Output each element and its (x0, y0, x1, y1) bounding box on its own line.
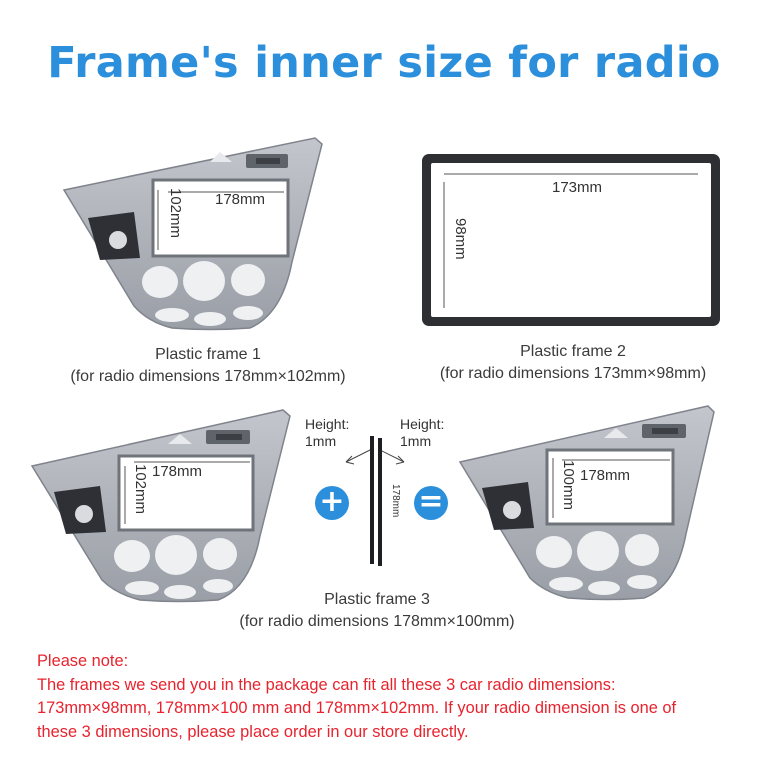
plastic-frame-3-left-image: 178mm 102mm (30, 409, 291, 603)
height-left-line1: Height: (305, 416, 350, 432)
frame1-height-label: 102mm (167, 188, 184, 238)
frame2-caption-title: Plastic frame 2 (520, 343, 626, 360)
plastic-frame-1-image: 178mm 102mm (62, 137, 323, 331)
frame2-caption: Plastic frame 2 (for radio dimensions 17… (400, 341, 746, 385)
page-title: Frame's inner size for radio (47, 38, 721, 88)
strip-length-label: 178mm (390, 484, 401, 517)
frame1-caption: Plastic frame 1 (for radio dimensions 17… (40, 344, 376, 388)
purchase-note: Please note: The frames we send you in t… (37, 650, 747, 744)
height-left-line2: 1mm (305, 433, 337, 449)
frame3-left-height-label: 102mm (132, 464, 149, 514)
note-line-4: these 3 dimensions, please place order i… (37, 722, 469, 741)
frame3-caption-dims: (for radio dimensions 178mm×100mm) (239, 613, 515, 630)
height-left-label: Height: 1mm (305, 416, 349, 450)
height-right-label: Height: 1mm (400, 416, 444, 450)
note-line-2: The frames we send you in the package ca… (37, 675, 616, 694)
equals-icon: = (414, 486, 448, 520)
note-line-3: 173mm×98mm, 178mm×100 mm and 178mm×102mm… (37, 699, 677, 717)
frame1-caption-title: Plastic frame 1 (155, 346, 261, 363)
frame2-height-label: 98mm (452, 218, 469, 260)
spacer-strips-image: 178mm (345, 436, 405, 566)
height-right-line1: Height: (400, 416, 445, 432)
plastic-frame-2-image: 173mm 98mm (422, 154, 720, 326)
frame3-result-width-label: 178mm (580, 467, 630, 484)
frame3-result-height-label: 100mm (560, 460, 577, 510)
frame3-caption: Plastic frame 3 (for radio dimensions 17… (200, 589, 554, 633)
plus-icon: + (315, 486, 349, 520)
frame3-left-width-label: 178mm (152, 463, 202, 480)
frame2-width-label: 173mm (552, 179, 602, 196)
frame2-caption-dims: (for radio dimensions 173mm×98mm) (439, 365, 707, 382)
note-heading: Please note: (37, 652, 129, 670)
frame3-caption-title: Plastic frame 3 (324, 591, 430, 608)
plastic-frame-3-result-image: 178mm 100mm (458, 405, 715, 601)
height-right-line2: 1mm (400, 433, 432, 449)
frame1-width-label: 178mm (215, 191, 265, 208)
frame1-caption-dims: (for radio dimensions 178mm×102mm) (70, 368, 346, 385)
